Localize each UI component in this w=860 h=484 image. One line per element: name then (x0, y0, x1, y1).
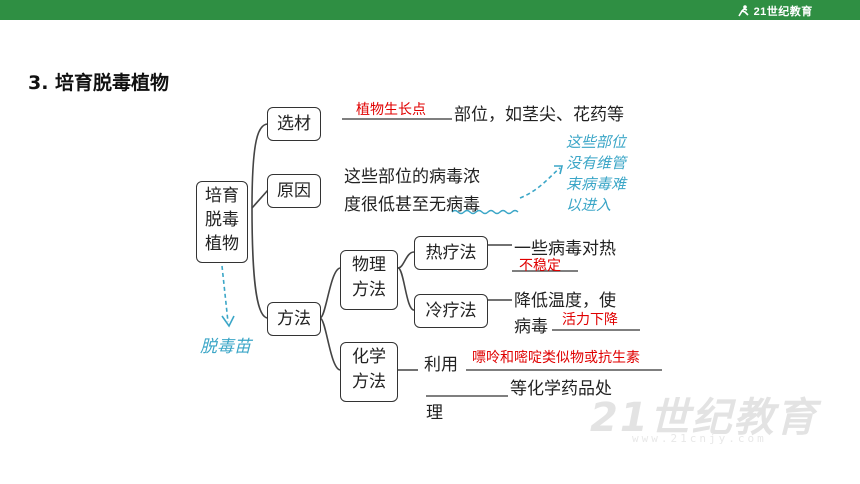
text-reliaofa: 一些病毒对热 (514, 239, 616, 259)
text-yuanyin-1: 这些部位的病毒浓 (344, 167, 480, 187)
node-wuli-line-1: 物理 (352, 255, 386, 275)
note-side-line-2: 没有维管 (566, 154, 627, 172)
node-huaxue-line-2: 方法 (352, 372, 386, 392)
root-line-1: 培育 (205, 186, 239, 206)
text-lengliaofa-1: 降低温度，使 (514, 291, 616, 311)
note-side: 这些部位 没有维管 束病毒难 以进入 (566, 132, 626, 216)
root-line-3: 植物 (205, 234, 239, 254)
answer-reliaofa: 不稳定 (519, 258, 561, 274)
section-heading: 3. 培育脱毒植物 (28, 72, 170, 94)
text-huaxue-3: 理 (426, 403, 443, 423)
node-reliaofa: 热疗法 (414, 236, 488, 270)
header-bar (0, 0, 860, 20)
text-huaxue-prefix: 利用 (424, 355, 458, 375)
node-fangfa: 方法 (267, 302, 321, 336)
watermark-url: www.21cnjy.com (632, 432, 767, 445)
brand-name: 21世纪教育 (753, 6, 813, 18)
answer-huaxue: 嘌呤和嘧啶类似物或抗生素 (472, 350, 640, 366)
text-lengliaofa-2: 病毒 (514, 317, 548, 337)
answer-lengliaofa: 活力下降 (562, 312, 618, 328)
text-yuanyin-2b: 无病毒 (429, 195, 480, 215)
text-yuanyin-2: 度很低甚至无病毒 (344, 190, 480, 215)
note-side-line-1: 这些部位 (566, 133, 627, 151)
note-bottom: 脱毒苗 (200, 337, 251, 357)
node-xuancai: 选材 (267, 107, 321, 141)
node-yuanyin: 原因 (267, 174, 321, 208)
node-huaxue: 化学 方法 (340, 342, 398, 402)
text-huaxue-2: 等化学药品处 (510, 379, 612, 399)
brand-logo: 21世纪教育 (736, 3, 813, 19)
node-huaxue-line-1: 化学 (352, 347, 386, 367)
root-line-2: 脱毒 (205, 210, 239, 230)
node-wuli: 物理 方法 (340, 250, 398, 310)
note-side-line-4: 以进入 (566, 196, 612, 214)
node-lengliaofa: 冷疗法 (414, 294, 488, 328)
answer-xuancai: 植物生长点 (356, 102, 426, 118)
note-side-line-3: 束病毒难 (566, 175, 627, 193)
node-wuli-line-2: 方法 (352, 280, 386, 300)
text-yuanyin-2a: 度很低甚至 (344, 195, 429, 215)
watermark-logo: 21世纪教育 (590, 395, 818, 441)
text-xuancai: 部位，如茎尖、花药等 (454, 105, 624, 125)
runner-icon (738, 5, 749, 17)
root-node: 培育 脱毒 植物 (196, 181, 248, 263)
